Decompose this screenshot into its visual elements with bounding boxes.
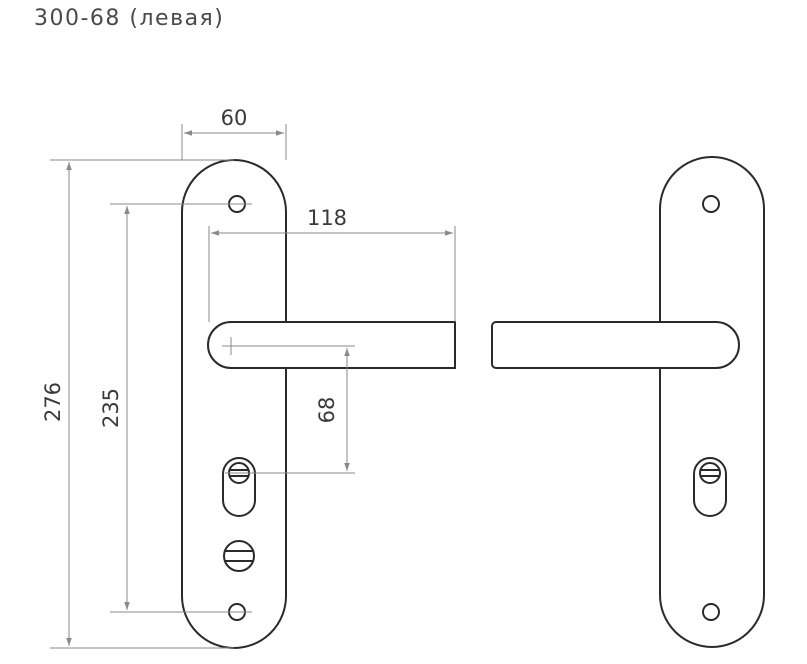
- dim-screw-distance-label: 235: [99, 388, 123, 428]
- right-bottom-screw-hole: [702, 603, 720, 621]
- right-cylinder-slot: [693, 457, 727, 517]
- dim-plate-width: 60: [181, 106, 287, 160]
- left-lever-handle: [207, 321, 456, 369]
- dim-cylinder-offset-label: 68: [315, 397, 339, 424]
- right-top-screw-hole: [702, 195, 720, 213]
- dim-plate-height: 276: [41, 159, 234, 649]
- dim-handle-length-label: 118: [307, 206, 347, 230]
- dim-plate-height-label: 276: [41, 382, 65, 422]
- right-lever-handle: [491, 321, 740, 369]
- dim-cylinder-offset: 68: [315, 348, 350, 471]
- dim-plate-width-label: 60: [221, 106, 248, 130]
- dim-handle-length: 118: [208, 206, 456, 322]
- left-thumbturn: [223, 540, 255, 572]
- left-handle-view: [181, 159, 456, 649]
- dim-screw-distance: 235: [99, 203, 252, 613]
- right-back-plate: [659, 156, 765, 648]
- left-cylinder-slot: [222, 457, 256, 517]
- drawing-title: 300-68 (левая): [34, 6, 225, 31]
- right-handle-view: [491, 156, 765, 648]
